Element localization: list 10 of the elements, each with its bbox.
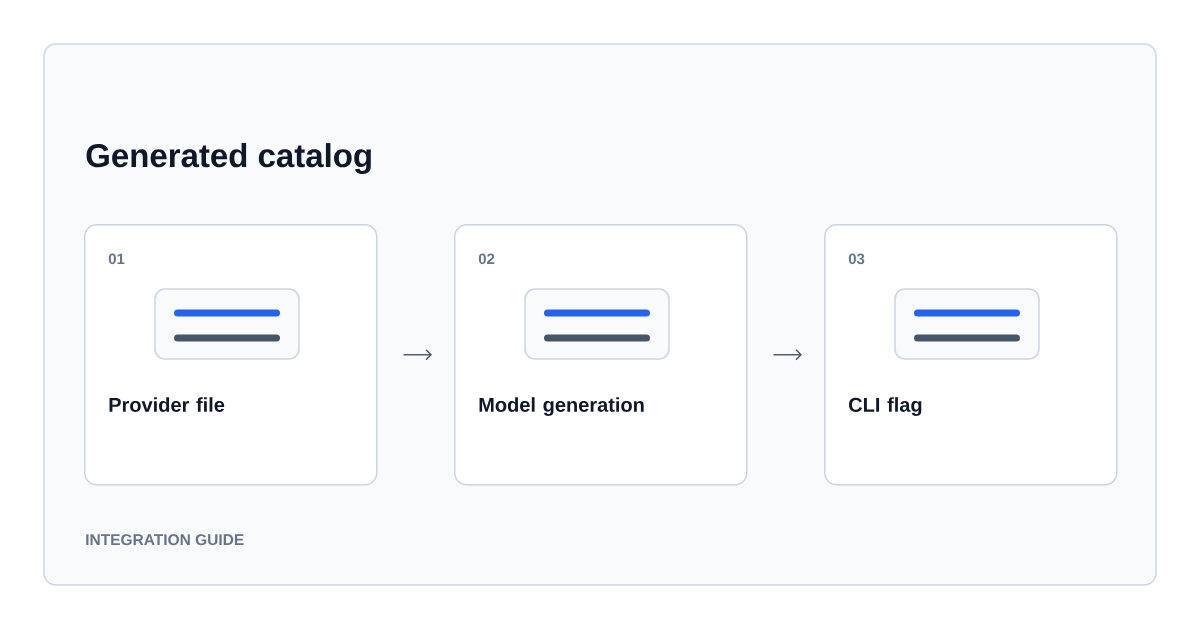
step-number: 03	[848, 253, 865, 265]
step-title: Model generation	[479, 397, 644, 416]
step-title: Provider file	[109, 397, 225, 412]
title: Generated catalog	[86, 143, 371, 174]
step-number: 02	[478, 253, 495, 265]
footer-text: INTEGRATION GUIDE	[86, 534, 244, 546]
step-number: 01	[108, 253, 125, 265]
step-title: CLI flag	[849, 397, 922, 416]
arrow	[772, 349, 802, 361]
arrow	[402, 349, 432, 361]
